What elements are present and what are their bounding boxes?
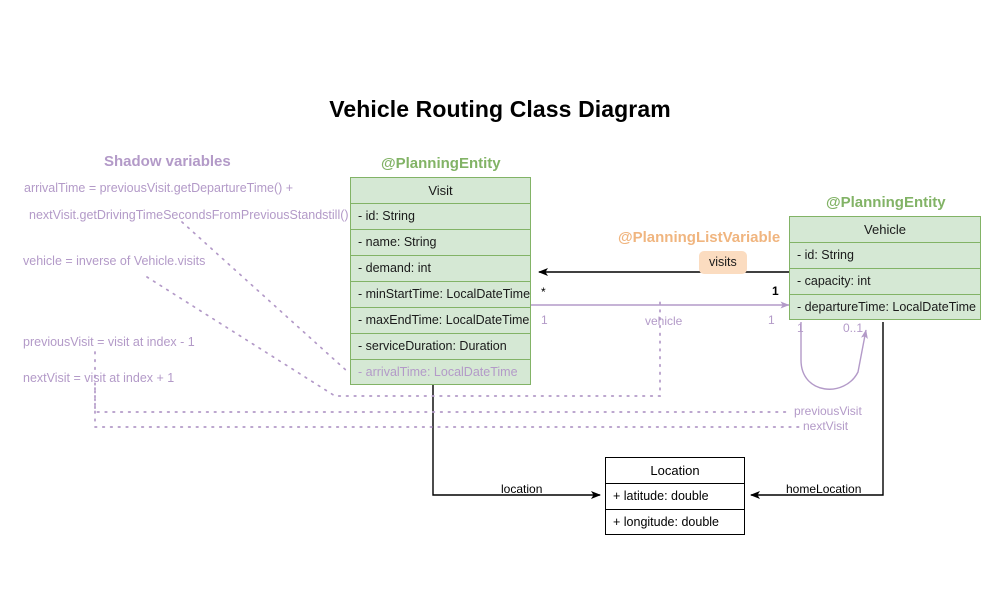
edge-location: [432, 383, 601, 499]
class-box-vehicle[interactable]: Vehicle - id: String - capacity: int - d…: [789, 216, 981, 320]
mult-visits-target: *: [541, 285, 546, 299]
mult-visits-source: 1: [772, 284, 779, 298]
shadow-note-arrivaltime-line2: nextVisit.getDrivingTimeSecondsFromPrevi…: [29, 208, 349, 222]
stereotype-planning-list-variable: @PlanningListVariable: [618, 229, 781, 246]
class-name-vehicle: Vehicle: [789, 216, 981, 242]
class-box-visit[interactable]: Visit - id: String - name: String - dema…: [350, 177, 531, 385]
visit-attr-serviceduration: - serviceDuration: Duration: [350, 333, 531, 359]
edge-label-nextvisit: nextVisit: [803, 419, 849, 433]
visit-attr-name: - name: String: [350, 229, 531, 255]
vehicle-attr-departuretime: - departureTime: LocalDateTime: [789, 294, 981, 320]
vehicle-attr-id: - id: String: [789, 242, 981, 268]
visit-attr-demand: - demand: int: [350, 255, 531, 281]
location-attr-longitude: + longitude: double: [605, 509, 745, 535]
mult-vehicle-target: 1: [768, 313, 775, 327]
shadow-note-previousvisit: previousVisit = visit at index - 1: [23, 335, 195, 349]
shadow-note-nextvisit: nextVisit = visit at index + 1: [23, 371, 175, 385]
vehicle-attr-capacity: - capacity: int: [789, 268, 981, 294]
edge-label-location: location: [501, 482, 543, 496]
edge-label-vehicle: vehicle: [645, 314, 683, 328]
location-attr-latitude: + latitude: double: [605, 483, 745, 509]
shadow-note-arrivaltime-line1: arrivalTime = previousVisit.getDeparture…: [24, 181, 294, 195]
shadow-variables-heading: Shadow variables: [104, 153, 231, 170]
stereotype-vehicle-planning-entity: @PlanningEntity: [826, 194, 946, 211]
class-box-location[interactable]: Location + latitude: double + longitude:…: [605, 457, 745, 535]
visit-attr-maxendtime: - maxEndTime: LocalDateTime: [350, 307, 531, 333]
mult-previousvisit-target: 0..1: [843, 321, 864, 335]
edge-label-previousvisit: previousVisit: [794, 404, 862, 418]
page-title: Vehicle Routing Class Diagram: [329, 96, 671, 122]
edge-label-visits: visits: [699, 251, 747, 274]
class-name-visit: Visit: [350, 177, 531, 203]
mult-vehicle-source: 1: [541, 313, 548, 327]
shadow-note-vehicle: vehicle = inverse of Vehicle.visits: [23, 254, 206, 268]
edge-label-homelocation: homeLocation: [786, 482, 862, 496]
visit-attr-minstarttime: - minStartTime: LocalDateTime: [350, 281, 531, 307]
visit-attr-arrivaltime: - arrivalTime: LocalDateTime: [350, 359, 531, 385]
stereotype-visit-planning-entity: @PlanningEntity: [381, 155, 501, 172]
class-name-location: Location: [605, 457, 745, 483]
visit-attr-id: - id: String: [350, 203, 531, 229]
mult-previousvisit-source: 1: [797, 321, 804, 335]
